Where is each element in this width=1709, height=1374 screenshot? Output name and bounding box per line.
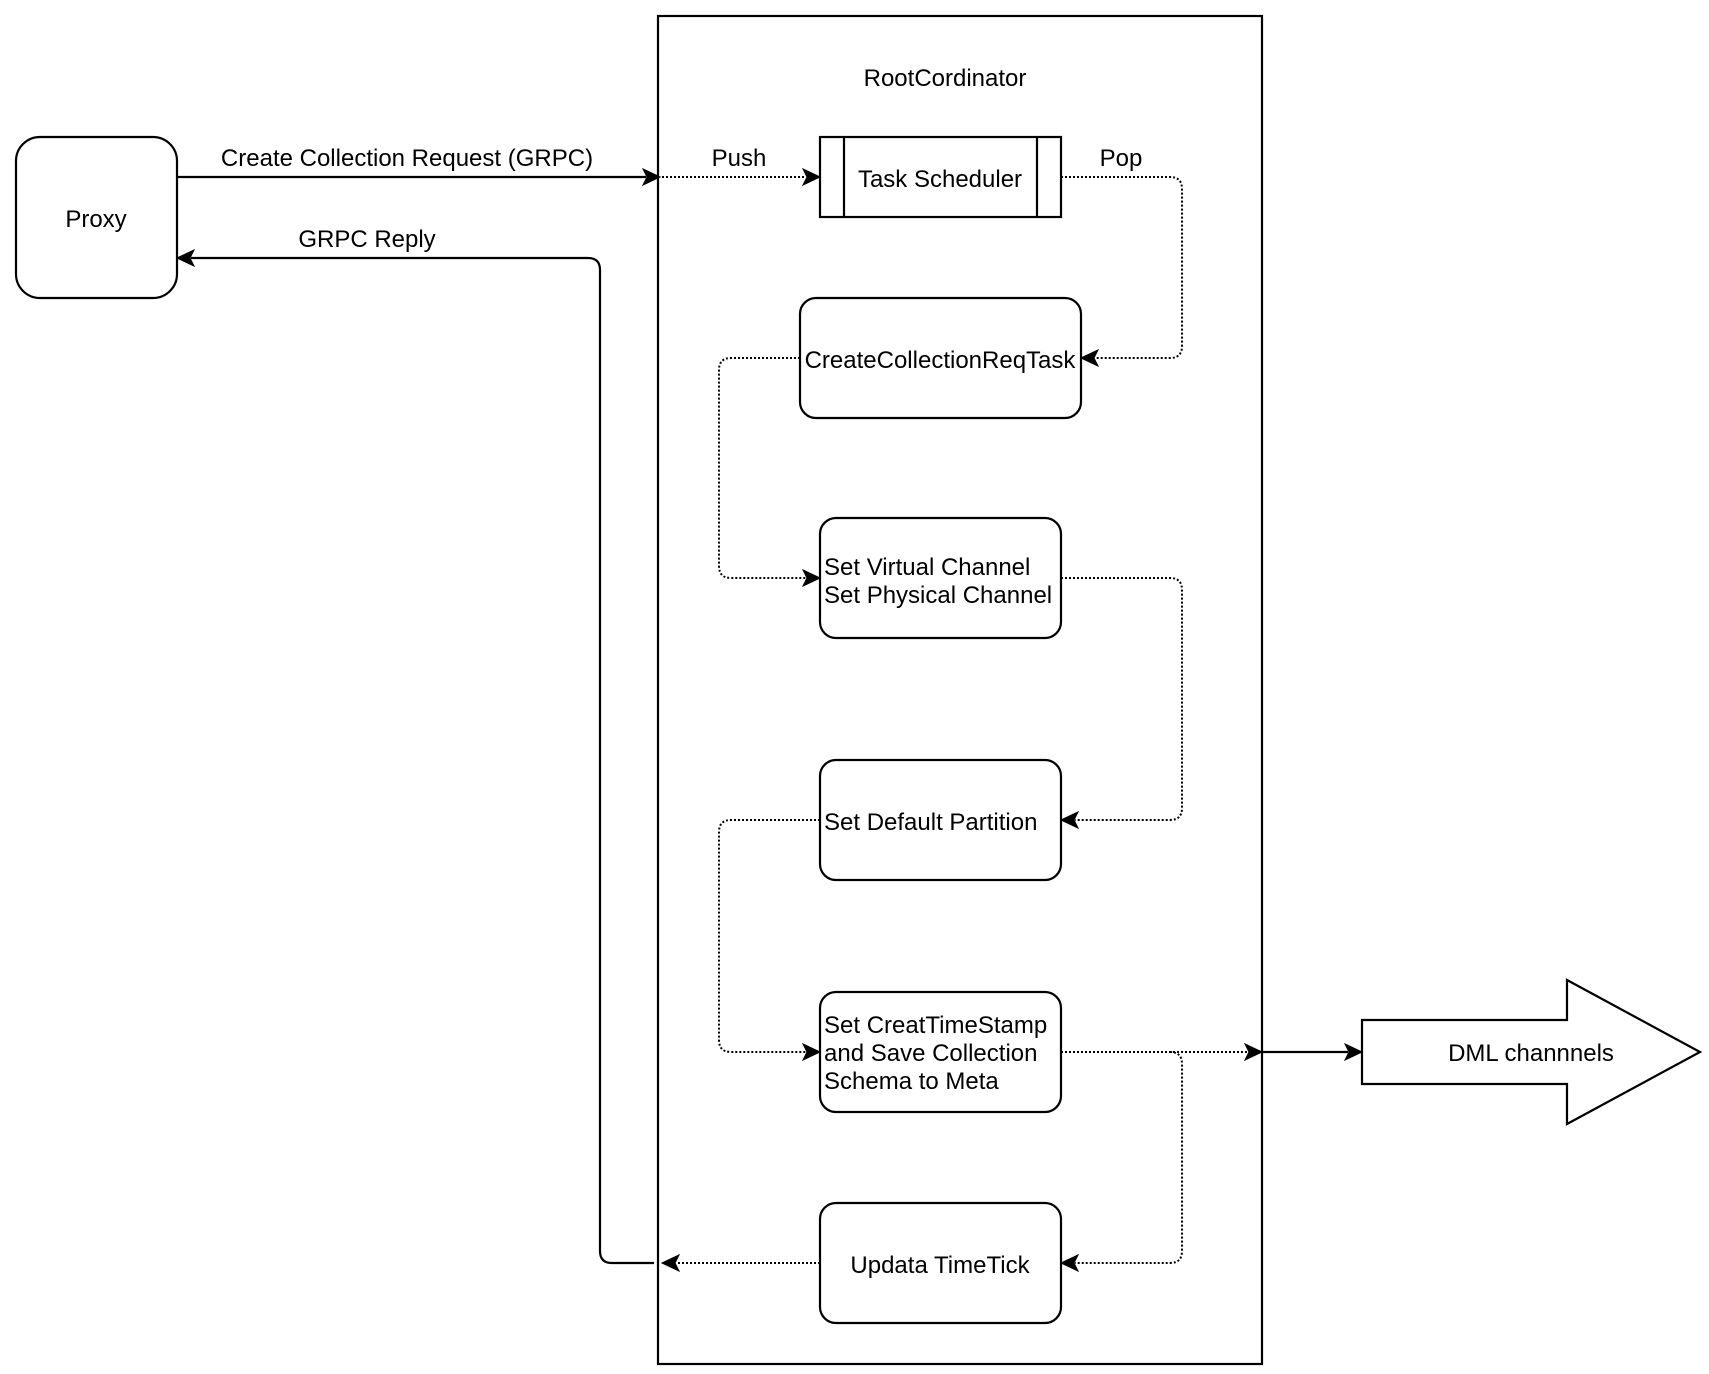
proxy-node: Proxy [14,135,179,300]
dml-channels-arrow: DML channnels [1360,978,1703,1126]
edge-channel-to-partition [1059,577,1183,830]
task-scheduler-node: Task Scheduler [818,135,1063,219]
set-default-partition-label: Set Default Partition [824,809,1037,836]
update-timetick-node: Updata TimeTick [818,1201,1063,1325]
create-collection-task-label: CreateCollectionReqTask [805,347,1077,374]
edge-timestamp-to-border [1061,1042,1264,1062]
set-channel-line-2: Set Physical Channel [824,582,1052,609]
root-coordinator-title: RootCordinator [864,65,1027,92]
edge-partition-to-timestamp [718,819,822,1062]
edge-label-create-request: Create Collection Request (GRPC) [221,145,593,172]
root-coordinator-container: RootCordinator [656,14,1264,1366]
edge-create-request: Create Collection Request (GRPC) [177,145,662,187]
set-timestamp-line-1: Set CreatTimeStamp [824,1012,1047,1039]
set-channel-label: Set Virtual Channel Set Physical Channel [824,554,1052,609]
proxy-label: Proxy [65,206,126,233]
set-channel-node: Set Virtual Channel Set Physical Channel [818,516,1063,640]
set-timestamp-node: Set CreatTimeStamp and Save Collection S… [818,990,1063,1114]
set-timestamp-label: Set CreatTimeStamp and Save Collection S… [824,1012,1054,1095]
edge-pop: Pop [1061,145,1183,368]
dml-channels-label: DML channnels [1448,1040,1614,1067]
edge-timestamp-to-timetick [1059,1051,1183,1273]
edge-timetick-to-border [660,1253,820,1273]
task-scheduler-label: Task Scheduler [858,166,1022,193]
set-channel-line-1: Set Virtual Channel [824,554,1030,581]
update-timetick-label: Updata TimeTick [850,1252,1030,1279]
edge-grpc-reply: GRPC Reply [175,226,654,1265]
set-timestamp-line-3: Schema to Meta [824,1068,999,1095]
set-default-partition-node: Set Default Partition [818,758,1063,882]
set-timestamp-line-2: and Save Collection [824,1040,1037,1067]
edge-push: Push [662,145,822,187]
edge-label-grpc-reply: GRPC Reply [298,226,435,253]
create-collection-task-node: CreateCollectionReqTask [798,296,1083,420]
edge-label-pop: Pop [1100,145,1143,172]
edge-task-to-channel [718,357,822,588]
edge-to-dml-channels [1262,1042,1364,1062]
edge-label-push: Push [712,145,767,172]
